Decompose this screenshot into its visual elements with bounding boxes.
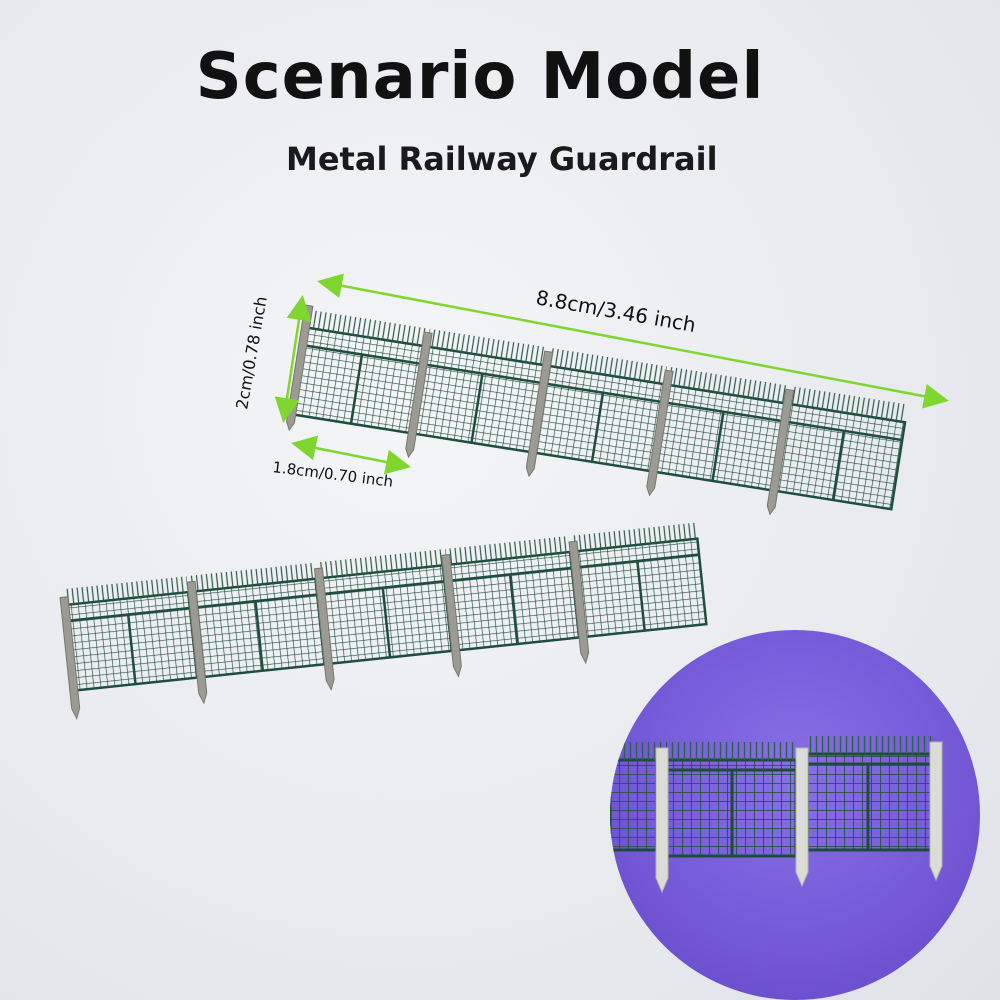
- panel-width-arrow: [291, 435, 411, 475]
- fence-panel: [532, 347, 667, 473]
- detail-inset: [610, 630, 980, 1000]
- inset-fence-panel: [664, 742, 798, 858]
- fence-panel: [411, 328, 547, 454]
- page-title: Scenario Model: [195, 40, 765, 114]
- fence-panel: [445, 536, 581, 652]
- length-label: 8.8cm/3.46 inch: [534, 285, 698, 337]
- bottom-fence: [59, 522, 708, 720]
- page-subtitle: Metal Railway Guardrail: [286, 140, 718, 178]
- fence-post: [313, 567, 335, 692]
- fence-panel: [652, 366, 788, 492]
- panel-width-label: 1.8cm/0.70 inch: [272, 458, 395, 491]
- height-label: 2cm/0.78 inch: [232, 295, 271, 411]
- height-arrow: [274, 295, 312, 423]
- fence-post: [186, 580, 208, 705]
- fence-post: [568, 540, 590, 665]
- fence-panel: [63, 576, 199, 692]
- fence-panel: [291, 309, 426, 435]
- fence-post: [441, 554, 462, 678]
- length-arrow: [317, 273, 949, 409]
- inset-fence-post: [655, 747, 669, 894]
- inset-fence-photo: [610, 736, 943, 894]
- fence-panel: [190, 562, 326, 679]
- top-fence: [286, 304, 908, 516]
- inset-fence-panel: [804, 736, 934, 852]
- inset-fence-post: [929, 741, 943, 882]
- fence-panel: [572, 522, 708, 639]
- fence-panel: [773, 386, 908, 511]
- fence-panel: [317, 549, 454, 666]
- inset-fence-post: [795, 747, 809, 888]
- fence-post: [59, 596, 81, 720]
- inset-fence-panel: [610, 742, 664, 852]
